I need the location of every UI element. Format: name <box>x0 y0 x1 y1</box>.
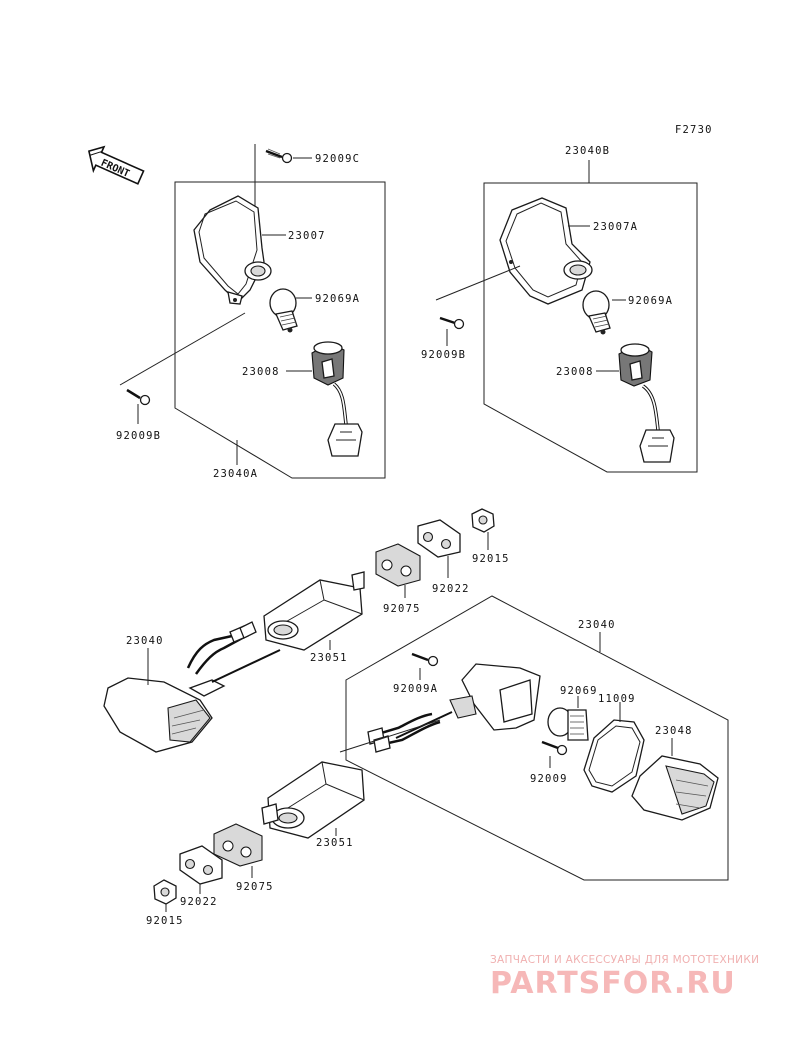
lamp-body-23040-right <box>339 663 541 753</box>
label-23048: 23048 <box>655 725 693 737</box>
washer-92022-top <box>417 519 461 558</box>
front-arrow-icon: FRONT <box>87 145 145 185</box>
screw-92009c <box>265 148 293 164</box>
label-92075-lower: 92075 <box>236 881 274 893</box>
lens-housing-23007a <box>499 197 593 305</box>
label-92015-top: 92015 <box>472 553 510 565</box>
assembly-a-boundary <box>174 181 386 479</box>
socket-23008-b <box>618 343 675 463</box>
watermark-caption: ЗАПЧАСТИ И АКСЕССУАРЫ ДЛЯ МОТОТЕХНИКИ <box>490 954 759 966</box>
assembly-23040-left: 92015 92022 92075 23051 <box>103 508 510 753</box>
assembly-23040b: 23040B 23007A 92069A 92009B <box>421 145 698 473</box>
label-23040a: 23040A <box>213 468 258 480</box>
label-23008: 23008 <box>242 366 280 378</box>
lens-housing-23007 <box>193 195 272 305</box>
figure-code: F2730 <box>675 124 713 136</box>
stem-sleeve-23051-lower <box>261 761 365 839</box>
label-23007a: 23007A <box>593 221 638 233</box>
screw-92009b <box>126 388 151 406</box>
label-92009: 92009 <box>530 773 568 785</box>
watermark: ЗАПЧАСТИ И АКСЕССУАРЫ ДЛЯ МОТОТЕХНИКИ PA… <box>490 954 759 1001</box>
label-92015-lower: 92015 <box>146 915 184 927</box>
watermark-logo: PARTSFOR.RU <box>490 966 736 1001</box>
bulb-92069a <box>269 288 298 333</box>
bulb-92069a-b <box>582 290 611 335</box>
grommet-92075-top <box>375 543 421 587</box>
leader-line <box>435 265 521 301</box>
nut-92015-top <box>471 508 495 533</box>
label-92075-top: 92075 <box>383 603 421 615</box>
label-23040-left: 23040 <box>126 635 164 647</box>
stem-sleeve-23051-top <box>263 571 365 651</box>
label-92009b: 92009B <box>116 430 161 442</box>
assembly-right-boundary <box>345 595 729 881</box>
label-92022-lower: 92022 <box>180 896 218 908</box>
screw-92009 <box>541 740 568 756</box>
label-23008-b: 23008 <box>556 366 594 378</box>
nut-92015-lower <box>153 879 177 905</box>
label-23040-right: 23040 <box>578 619 616 631</box>
assembly-23040a: 92009C 23007 92069A <box>116 144 386 480</box>
label-23040b: 23040B <box>565 145 610 157</box>
gasket-11009 <box>583 719 645 793</box>
lens-23048 <box>631 755 719 821</box>
label-92069: 92069 <box>560 685 598 697</box>
socket-23008 <box>311 341 363 457</box>
label-92069a-b: 92069A <box>628 295 673 307</box>
screw-92009a <box>411 652 439 667</box>
label-11009: 11009 <box>598 693 636 705</box>
washer-92022-lower <box>179 845 223 885</box>
screw-92009b-b <box>439 316 465 330</box>
leader-line <box>119 312 246 386</box>
assembly-b-boundary <box>483 182 698 473</box>
signal-lamp-23040-left <box>103 621 281 753</box>
label-92069a: 92069A <box>315 293 360 305</box>
label-92009a: 92009A <box>393 683 438 695</box>
bulb-92069 <box>547 707 589 741</box>
label-23007: 23007 <box>288 230 326 242</box>
assembly-23040-right: 23040 92009A 92069 <box>146 595 729 927</box>
label-23051-top: 23051 <box>310 652 348 664</box>
label-92009b-b: 92009B <box>421 349 466 361</box>
label-92009c: 92009C <box>315 153 360 165</box>
label-92022-top: 92022 <box>432 583 470 595</box>
label-23051-lower: 23051 <box>316 837 354 849</box>
